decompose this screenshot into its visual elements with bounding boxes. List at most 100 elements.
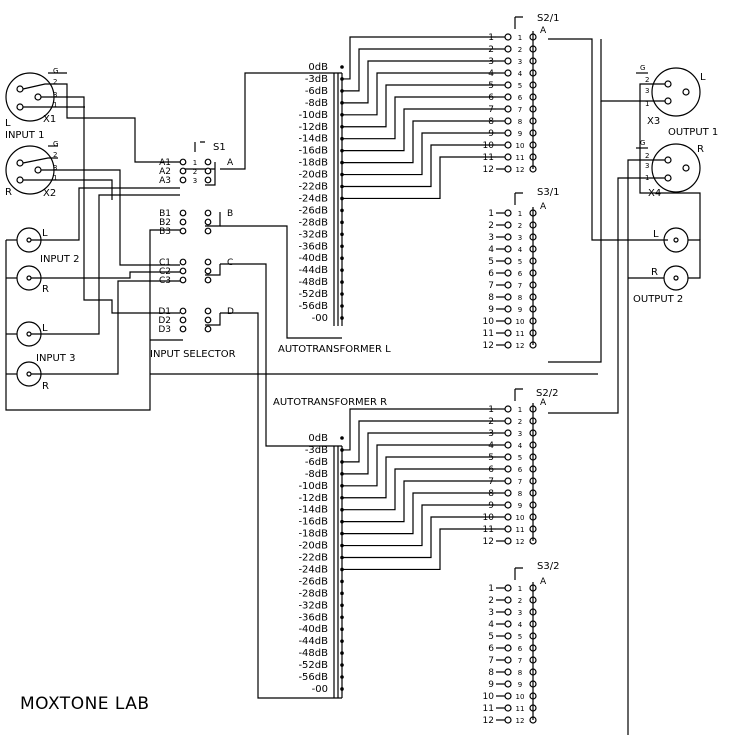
- switch-s21-pin-number: 1: [518, 34, 522, 42]
- tap-wire: [342, 432, 496, 475]
- switch-s21-pin-number: 7: [518, 106, 522, 114]
- switch-s22-contact: [504, 489, 512, 497]
- switch-s22-pos-label: 7: [488, 477, 494, 487]
- switch-s31-pin-number: 1: [518, 210, 522, 218]
- switch-s21-contact: [504, 33, 512, 41]
- switch-s22-pin-number: 11: [516, 526, 525, 534]
- output2x-pin-g: G: [640, 139, 645, 147]
- switch-s21-contact: [504, 69, 512, 77]
- output1-label: OUTPUT 1: [668, 127, 718, 138]
- selector-contact: [179, 307, 187, 315]
- switch-s21-pos-label: 1: [488, 33, 494, 43]
- switch-s31-contact: [504, 245, 512, 253]
- switch-s22-pos-label: 10: [483, 513, 495, 523]
- autotransformer-r-tap-label: -14dB: [298, 505, 328, 516]
- switch-s21-contact: [504, 105, 512, 113]
- output2x-pin-3: 3: [645, 162, 649, 170]
- switch-s21-pos-label: 8: [488, 117, 494, 127]
- selector-contact-label: B3: [159, 227, 171, 237]
- switch-s32-contact: [504, 596, 512, 604]
- switch-s32-pos-label: 11: [483, 704, 494, 714]
- switch-s22-contact: [504, 405, 512, 413]
- switch-s21-contact: [504, 45, 512, 53]
- autotransformer-l-tap-label: -24dB: [298, 193, 328, 204]
- autotransformer-l-tap-dot: [340, 232, 344, 237]
- autotransformer-r-tap-dot: [340, 615, 344, 620]
- switch-s22-pos-label: 4: [488, 441, 494, 451]
- switch-s22-pin-number: 4: [518, 442, 523, 450]
- selector-contact-label: B1: [159, 209, 171, 219]
- autotransformer-l-tap-label: -48dB: [298, 277, 328, 288]
- autotransformer-r-tap-label: -10dB: [298, 481, 328, 492]
- output1-pin-1: 1: [645, 100, 649, 108]
- selector-contacts: [183, 72, 342, 699]
- switch-s31-contact: [504, 317, 512, 325]
- selector-contact: [179, 276, 187, 284]
- generated-elements: 0dB-3dB-6dB-8dB-10dB-12dB-14dB-16dB-18dB…: [158, 16, 547, 726]
- switch-s31-pos-label: 3: [488, 233, 494, 243]
- selector-contact: [179, 218, 187, 226]
- autotransformer-l-tap-label: -52dB: [298, 289, 328, 300]
- autotransformer-r-tap-dot: [340, 663, 344, 667]
- switch-s22-pos-label: 1: [488, 405, 494, 415]
- selector-contact-b: [204, 218, 212, 226]
- autotransformer-l-tap-label: -56dB: [298, 301, 328, 312]
- switch-s32-contact: [504, 704, 512, 712]
- selector-contact-label: A3: [159, 176, 171, 186]
- autotransformer-l-tap-label: -28dB: [298, 217, 328, 228]
- selector-contact-label: D3: [158, 325, 171, 335]
- autotransformer-r-tap-label: -48dB: [298, 648, 328, 659]
- switch-s32-contact: [504, 620, 512, 628]
- switch-s32-contact: [504, 584, 512, 592]
- tap-wire: [342, 492, 496, 535]
- switch-s21-common-label: A: [540, 26, 547, 36]
- switch-s31-contact: [504, 233, 512, 241]
- tap-wire: [342, 60, 496, 104]
- switch-s21-pin-number: 3: [518, 58, 522, 66]
- switch-s31-pin-number: 3: [518, 234, 522, 242]
- tap-wire: [342, 108, 496, 152]
- tap-wire: [342, 528, 496, 571]
- switch-s21-pin-number: 9: [518, 130, 522, 138]
- switch-s21-contact: [504, 141, 512, 149]
- switch-s22-contact: [504, 477, 512, 485]
- output1-side-label: L: [700, 72, 706, 83]
- switch-s31-name: S3/1: [537, 187, 559, 198]
- autotransformer-l-tap-dot: [340, 316, 344, 320]
- selector-contact: [179, 209, 187, 217]
- output2x-ref: X4: [648, 188, 661, 199]
- autotransformer-r-tap-label: -56dB: [298, 672, 328, 683]
- switch-s22-pos-label: 9: [488, 501, 494, 511]
- switch-s31-contact: [504, 293, 512, 301]
- switch-s31-contact: [504, 341, 512, 349]
- autotransformer-r-tap-label: -18dB: [298, 529, 328, 540]
- selector-contact-label: B2: [159, 218, 171, 228]
- autotransformer-r-tap-label: -44dB: [298, 636, 328, 647]
- switch-s31-pin-number: 8: [518, 294, 522, 302]
- switch-s21-contact: [504, 165, 512, 173]
- switch-s21-actuator: [514, 16, 523, 29]
- output2x-pin-1: 1: [645, 174, 649, 182]
- selector-name: S1: [213, 142, 226, 153]
- autotransformer-l-tap-label: -44dB: [298, 265, 328, 276]
- switch-s31-pin-number: 4: [518, 246, 523, 254]
- switch-s21-pin-number: 2: [518, 46, 522, 54]
- selector-deck-label: A: [227, 158, 234, 168]
- input2-pin-2: 2: [53, 151, 57, 159]
- autotransformer-r-label: AUTOTRANSFORMER R: [273, 397, 387, 408]
- autotransformer-r-tap-dot: [340, 591, 344, 596]
- switch-s22-pos-label: 6: [488, 465, 494, 475]
- switch-s21-contact: [504, 57, 512, 65]
- autotransformer-l-tap-dot: [340, 244, 344, 249]
- autotransformer-r-tap-label: -20dB: [298, 541, 328, 552]
- selector-contact-label: C1: [159, 258, 171, 268]
- switch-s32-pos-label: 9: [488, 680, 494, 690]
- switch-s21-pin-number: 10: [516, 142, 525, 150]
- switch-s22-pos-label: 8: [488, 489, 494, 499]
- switch-s32-pin-number: 6: [518, 645, 523, 653]
- switch-s21-pin-number: 4: [518, 70, 523, 78]
- autotransformer-r-tap-label: -26dB: [298, 576, 328, 587]
- switch-s22-contact: [504, 525, 512, 533]
- switch-s31-pos-label: 11: [483, 329, 494, 339]
